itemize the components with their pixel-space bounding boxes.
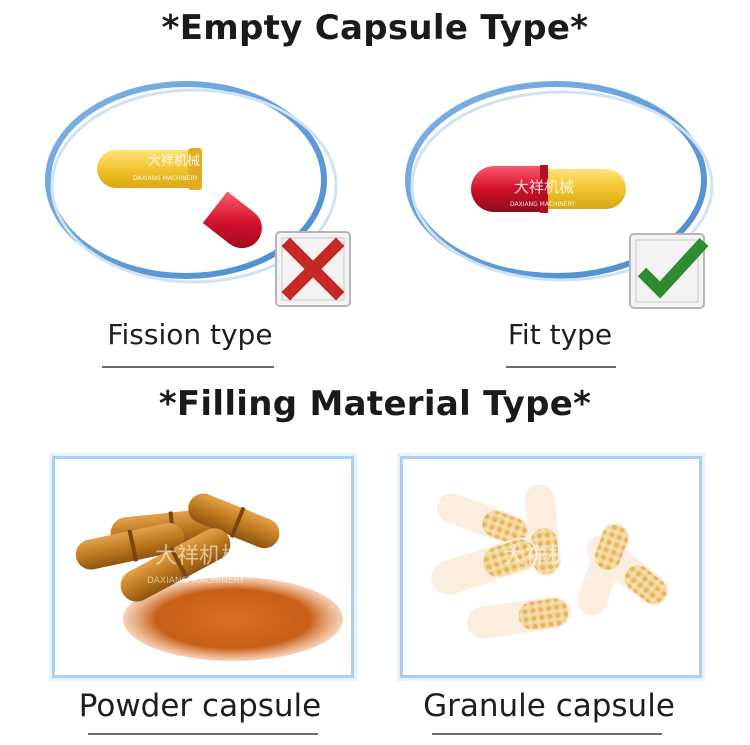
- powder-capsule-underline: [88, 733, 318, 735]
- fission-type-label: Fission type: [107, 318, 273, 351]
- assembled-capsule: 大祥机械 DAXIANG MACHINERY: [471, 165, 626, 213]
- granule-capsule-underline: [432, 733, 662, 735]
- svg-text:大祥机械: 大祥机械: [514, 178, 574, 196]
- svg-text:DAXIANG MACHINERY: DAXIANG MACHINERY: [510, 201, 575, 208]
- svg-text:DAXIANG MACHINERY: DAXIANG MACHINERY: [133, 175, 198, 182]
- svg-text:大祥机械: 大祥机械: [155, 544, 243, 569]
- svg-text:大祥机械: 大祥机械: [148, 154, 200, 169]
- fit-type-label: Fit type: [507, 318, 613, 351]
- fission-type-underline: [102, 366, 274, 368]
- powder-capsule-label: Powder capsule: [78, 688, 322, 724]
- powder-capsule-photo: 大祥机械 DAXIANG MACHINERY: [52, 456, 354, 678]
- red-capsule-cap: [202, 191, 262, 249]
- granule-capsule-photo: 大祥机械 DAXIANG MACHINERY: [400, 456, 702, 678]
- filling-material-type-heading: *Filling Material Type*: [158, 384, 592, 424]
- empty-capsule-type-heading: *Empty Capsule Type*: [161, 8, 589, 48]
- granule-capsule-label: Granule capsule: [423, 688, 675, 724]
- svg-text:大祥机械: 大祥机械: [503, 544, 591, 569]
- check-icon: [628, 232, 710, 314]
- fission-type-illustration: 大祥机械 DAXIANG MACHINERY: [38, 72, 368, 312]
- svg-text:DAXIANG MACHINERY: DAXIANG MACHINERY: [495, 576, 593, 586]
- fit-type-illustration: 大祥机械 DAXIANG MACHINERY: [396, 72, 726, 312]
- yellow-capsule-half: 大祥机械 DAXIANG MACHINERY: [97, 148, 202, 190]
- fit-type-underline: [506, 366, 616, 368]
- cross-icon: [274, 230, 352, 312]
- svg-text:DAXIANG MACHINERY: DAXIANG MACHINERY: [147, 576, 245, 586]
